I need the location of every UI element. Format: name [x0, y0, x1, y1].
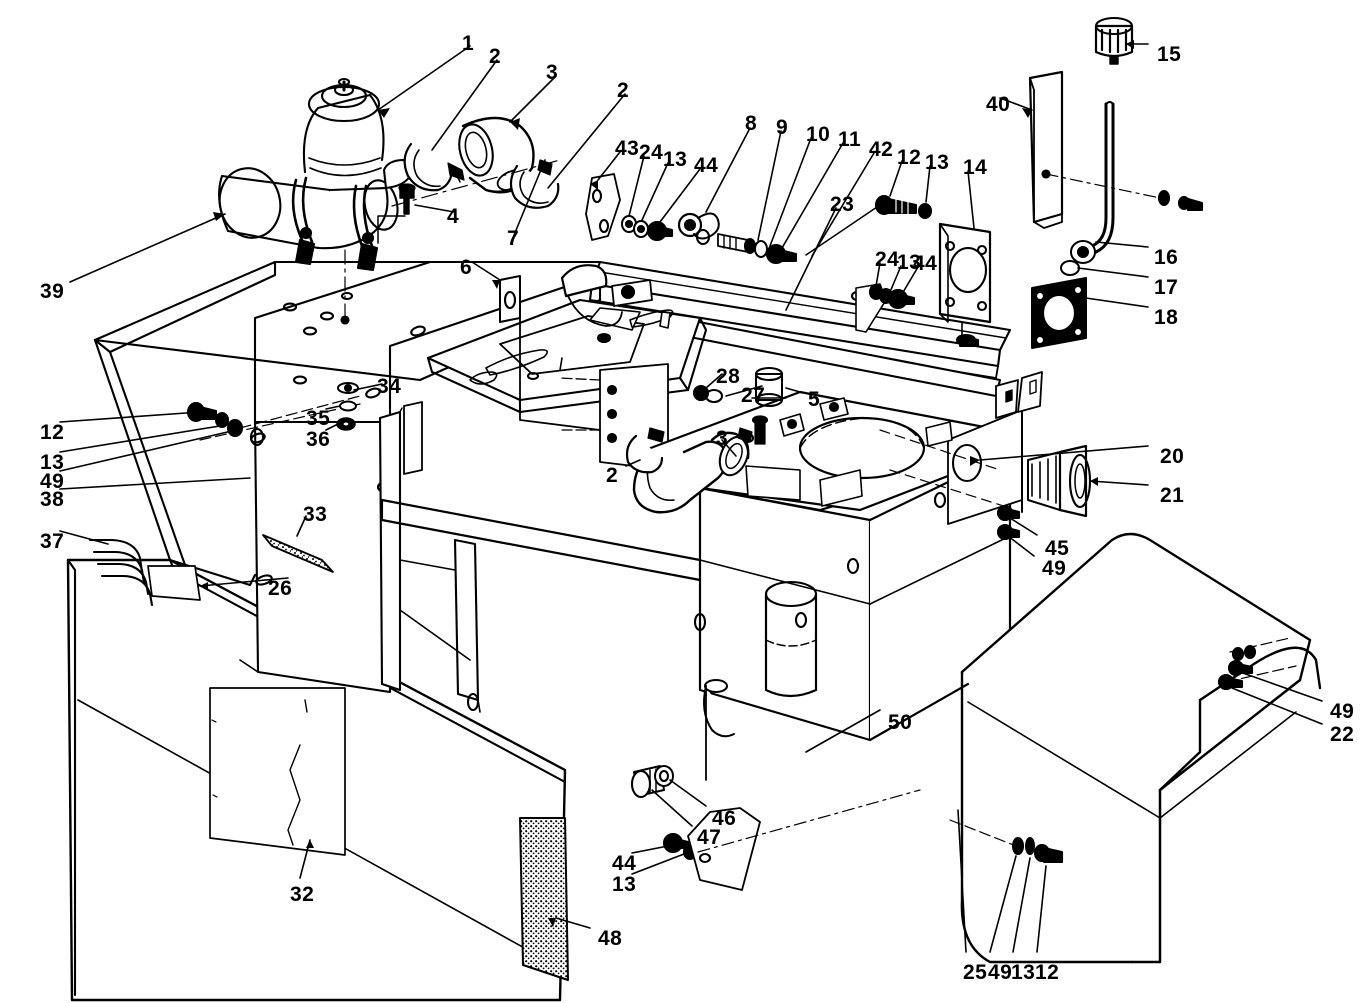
hardware-row-upper: [585, 173, 992, 348]
callout-39: 39: [40, 280, 65, 303]
callout-44c: 44: [612, 852, 637, 875]
callout-9: 9: [776, 116, 789, 139]
callout-48: 48: [598, 927, 623, 950]
callout-33: 33: [303, 503, 328, 526]
callout-12b: 12: [897, 146, 922, 169]
callout-35: 35: [306, 407, 331, 430]
callout-49c: 49: [1330, 700, 1355, 723]
callout-18: 18: [1154, 306, 1179, 329]
callout-12a: 12: [40, 421, 65, 444]
callout-49d: 49: [988, 961, 1013, 984]
callout-1: 1: [462, 32, 475, 55]
callout-34: 34: [377, 375, 402, 398]
callout-13b: 13: [925, 151, 950, 174]
tank-cap-group: [1028, 16, 1204, 349]
callout-4: 4: [447, 205, 460, 228]
callout-49b: 49: [1042, 557, 1067, 580]
lower-hardware: [630, 689, 921, 891]
callout-36: 36: [306, 428, 331, 451]
callout-49a: 49: [40, 470, 65, 493]
callout-45: 45: [1045, 537, 1070, 560]
callout-42: 42: [869, 138, 894, 161]
callout-38: 38: [40, 488, 65, 511]
callout-46: 46: [712, 807, 737, 830]
fuel-tank: [638, 290, 1023, 742]
intake-elbow-lower: [625, 427, 753, 514]
callout-23: 23: [830, 193, 855, 216]
callout-37: 37: [40, 530, 65, 553]
callout-40: 40: [986, 93, 1011, 116]
callout-14: 14: [963, 156, 988, 179]
callout-28: 28: [716, 365, 741, 388]
callout-13d: 13: [40, 451, 65, 474]
hood-assembly: [66, 260, 602, 1002]
callout-13e: 13: [612, 873, 637, 896]
callout-2b: 2: [617, 79, 630, 102]
callout-44a: 44: [694, 154, 719, 177]
callout-24b: 24: [875, 248, 900, 271]
callout-8: 8: [745, 112, 758, 135]
callout-20: 20: [1160, 445, 1185, 468]
callout-50: 50: [888, 711, 913, 734]
callout-13c: 13: [897, 251, 922, 274]
callout-3a: 3: [546, 61, 559, 84]
callout-3b: 3: [716, 427, 729, 450]
callout-43: 43: [615, 137, 640, 160]
callout-15: 15: [1157, 43, 1182, 66]
filler-neck-group: [692, 366, 787, 445]
callout-44b: 44: [913, 252, 938, 275]
right-fender: [949, 371, 1322, 964]
callout-16: 16: [1154, 246, 1179, 269]
callout-12c: 12: [1035, 961, 1060, 984]
main-frame: [378, 260, 1012, 713]
callout-2c: 2: [606, 464, 619, 487]
air-cleaner-group: [69, 77, 416, 325]
drain-plug: [1027, 444, 1092, 518]
callout-27: 27: [741, 384, 766, 407]
callout-10: 10: [806, 123, 831, 146]
callout-25: 25: [963, 961, 988, 984]
callout-11: 11: [838, 128, 862, 151]
callout-2a: 2: [489, 45, 502, 68]
callout-26: 26: [268, 577, 293, 600]
callout-22: 22: [1330, 723, 1355, 746]
callout-17: 17: [1154, 276, 1179, 299]
callout-47: 47: [697, 826, 722, 849]
callout-24a: 24: [639, 141, 664, 164]
callout-21: 21: [1160, 484, 1185, 507]
callout-13f: 13: [1011, 961, 1036, 984]
callout-7: 7: [507, 227, 520, 250]
callout-32: 32: [290, 883, 315, 906]
callout-5: 5: [808, 388, 821, 411]
callout-6: 6: [460, 256, 473, 279]
intake-elbow-upper: [391, 116, 561, 209]
callout-13a: 13: [663, 148, 688, 171]
